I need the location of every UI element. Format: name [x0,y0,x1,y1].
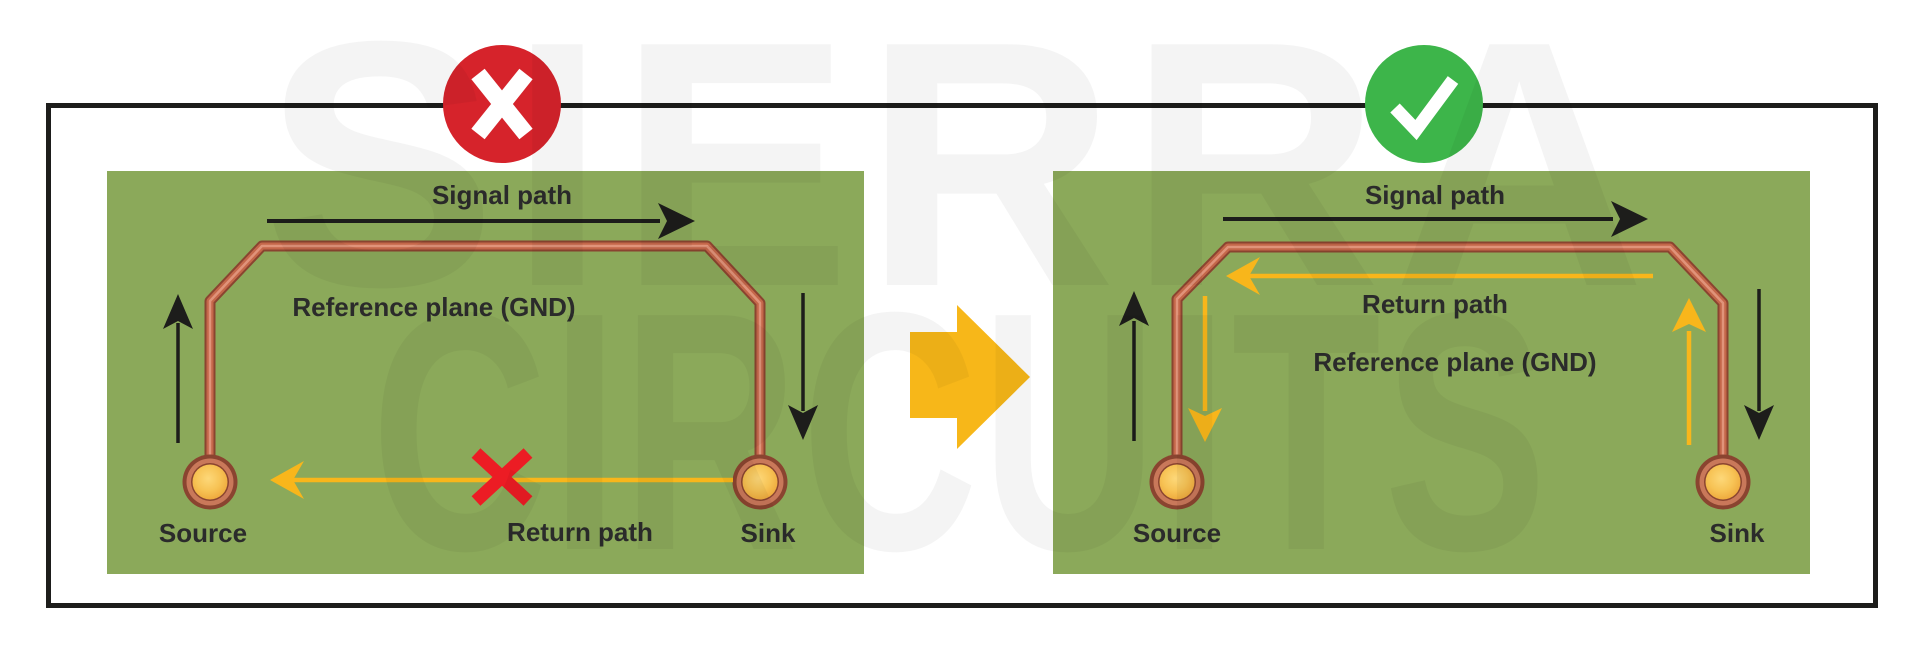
sink-pad [1695,454,1751,510]
copper-trace [1171,241,1729,488]
return-path-arrow-down [1188,296,1222,442]
wrong-cross-icon [443,45,561,163]
transition-arrow [910,305,1030,449]
return-path-label: Return path [1362,289,1508,319]
board-substrate [107,171,864,574]
source-label: Source [159,518,247,548]
source-pad [1149,454,1205,510]
signal-path-arrow [267,203,695,239]
signal-path-label: Signal path [1365,180,1505,210]
source-pad [182,454,238,510]
signal-up-arrow [163,294,193,443]
source-label: Source [1133,518,1221,548]
reference-plane-label: Reference plane (GND) [292,292,575,322]
diagram-frame [46,103,1878,608]
signal-path-arrow [1223,201,1648,237]
pcb-board-wrong: Signal path Reference plane (GND) Return… [107,171,864,574]
return-path-arrow-up [1672,298,1706,445]
signal-down-arrow [1744,289,1774,440]
sink-label: Sink [1710,518,1765,548]
signal-path-label: Signal path [432,180,572,210]
copper-trace [204,240,766,488]
sink-label: Sink [741,518,796,548]
pcb-board-correct: Signal path Return path Reference plane … [1053,171,1810,574]
signal-down-arrow [788,293,818,440]
blocked-cross-icon [471,448,533,506]
sink-pad [732,454,788,510]
return-path-label: Return path [507,517,653,547]
correct-check-icon [1365,45,1483,163]
return-path-arrow-top [1226,257,1653,295]
signal-up-arrow [1119,291,1149,441]
reference-plane-label: Reference plane (GND) [1313,347,1596,377]
